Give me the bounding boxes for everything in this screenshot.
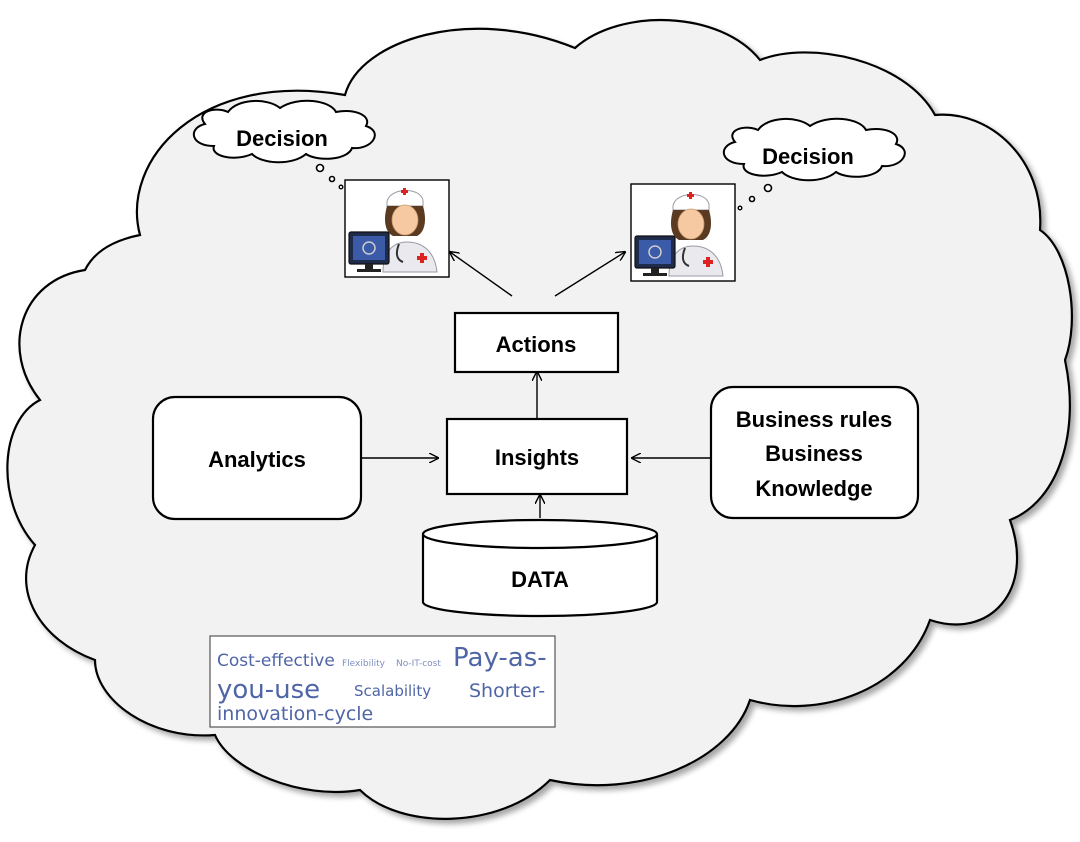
- tag-cloud: Cost-effective Flexibility No-IT-cost Pa…: [209, 635, 556, 728]
- arrow-actions-to-left-doctor: [450, 252, 513, 297]
- decision-left-label: Decision: [236, 126, 328, 151]
- analytics-node: Analytics: [151, 395, 363, 521]
- business-rules-node: Business rules Business Knowledge: [709, 385, 920, 520]
- arrow-actions-to-right-doctor: [554, 252, 625, 297]
- doctor-with-computer-icon: [344, 179, 450, 278]
- analytics-label: Analytics: [208, 447, 306, 472]
- doctor-with-computer-icon: [630, 183, 736, 282]
- tag-you-use: you-use: [217, 675, 320, 705]
- tag-cost-effective: Cost-effective: [217, 651, 335, 671]
- actions-label: Actions: [496, 332, 577, 357]
- data-cylinder: DATA: [421, 518, 659, 618]
- insights-label: Insights: [495, 445, 579, 470]
- tag-flexibility: Flexibility: [342, 659, 386, 669]
- insights-node: Insights: [445, 417, 629, 496]
- decision-right-label: Decision: [762, 144, 854, 169]
- business-rules-line-3: Knowledge: [755, 476, 872, 501]
- tag-shorter: Shorter-: [469, 680, 545, 702]
- decision-bubble-right: Decision: [723, 117, 906, 211]
- tag-scalability: Scalability: [354, 682, 431, 700]
- data-label: DATA: [511, 567, 569, 592]
- tag-innovation-cycle: innovation-cycle: [217, 703, 373, 725]
- tag-pay-as: Pay-as-: [453, 643, 547, 673]
- decision-bubble-left: Decision: [193, 99, 376, 190]
- actions-node: Actions: [453, 311, 620, 374]
- business-rules-line-2: Business: [765, 441, 863, 466]
- tag-no-it-cost: No-IT-cost: [396, 659, 441, 669]
- business-rules-line-1: Business rules: [736, 407, 893, 432]
